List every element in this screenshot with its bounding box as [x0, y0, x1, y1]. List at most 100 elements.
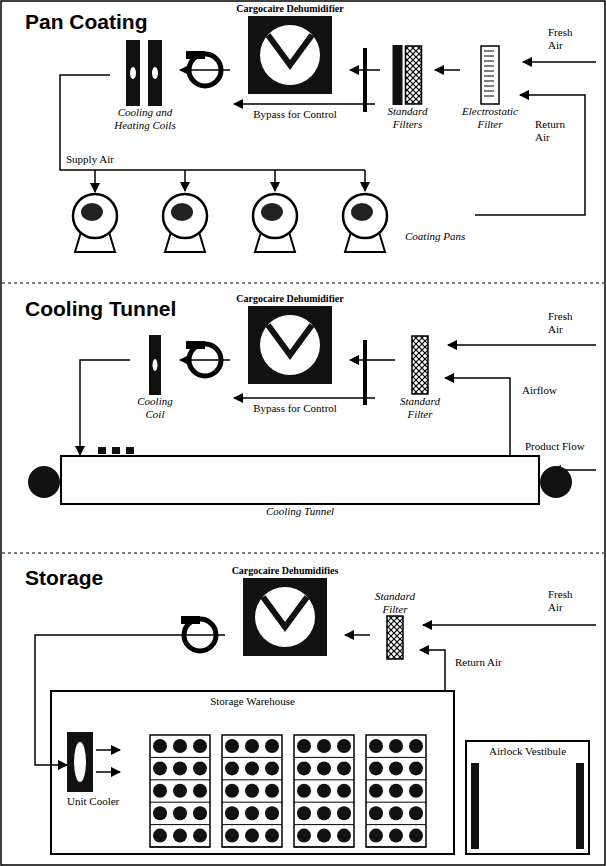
- stored-drum: [297, 829, 311, 843]
- damper: [363, 48, 367, 112]
- airlock-door: [471, 763, 479, 849]
- node-label: Cargocaire Dehumidifies: [225, 565, 345, 577]
- rack-shelf: [294, 757, 354, 758]
- filter: Standard Filter: [370, 590, 420, 660]
- airflow-connector: [180, 359, 230, 361]
- node-label: Standard Filter: [395, 395, 445, 420]
- dehumidifier: Cargocaire Dehumidifier: [230, 293, 350, 385]
- stored-drum: [225, 739, 239, 753]
- stored-drum: [297, 739, 311, 753]
- stored-drum: [265, 761, 279, 775]
- pallet-racks: [150, 735, 426, 847]
- stored-drum: [193, 806, 207, 820]
- airflow-connector: [35, 635, 225, 765]
- stored-drum: [153, 739, 167, 753]
- dehumidifier-symbol: [230, 305, 350, 385]
- stored-drum: [173, 806, 187, 820]
- warehouse-box: Storage WarehouseUnit Cooler: [50, 690, 455, 855]
- airflow-connector: [445, 378, 510, 455]
- flow-label: Return Air: [455, 656, 510, 669]
- node-label: Cooling Tunnel: [60, 505, 540, 518]
- stored-drum: [173, 784, 187, 798]
- stored-drum: [193, 739, 207, 753]
- flow-label: Fresh Air: [548, 26, 588, 51]
- stored-drum: [245, 761, 259, 775]
- stored-drum: [409, 739, 423, 753]
- dehumidifier: Cargocaire Dehumidifier: [230, 3, 350, 95]
- cooling-coil: Cooling Coil: [130, 335, 180, 420]
- stored-drum: [245, 784, 259, 798]
- rack-shelf: [222, 779, 282, 780]
- fresh-air-arrow: [523, 61, 596, 63]
- airflow-connector: [80, 360, 130, 455]
- dehumidifier-symbol: [230, 15, 350, 95]
- stored-drum: [193, 761, 207, 775]
- bypass-line: [234, 103, 375, 105]
- coil-symbol: [130, 335, 180, 395]
- stored-drum: [409, 761, 423, 775]
- node-label: Standard Filter: [370, 590, 420, 615]
- panel-title: Pan Coating: [25, 10, 148, 33]
- supply-drop: [364, 170, 366, 191]
- coating-pan-symbols: [55, 192, 475, 254]
- stored-drum: [225, 761, 239, 775]
- rack-frame: [294, 735, 354, 847]
- stored-drum: [369, 806, 383, 820]
- node-label: Cooling Coil: [130, 395, 180, 420]
- node-label: Standard Filters: [380, 105, 435, 130]
- stored-drum: [225, 829, 239, 843]
- filter-symbol: [395, 335, 445, 395]
- stored-drum: [193, 829, 207, 843]
- rack-shelf: [294, 779, 354, 780]
- panel-divider: [2, 283, 604, 284]
- rack-shelf: [222, 824, 282, 825]
- airflow-connector: [435, 69, 460, 71]
- stored-drum: [369, 829, 383, 843]
- flow-label: Fresh Air: [548, 588, 588, 613]
- stored-drum: [369, 784, 383, 798]
- airflow-connector: [420, 650, 445, 690]
- stored-drum: [297, 761, 311, 775]
- product: [112, 447, 120, 454]
- fan-outlet: [181, 616, 200, 624]
- airflow-connector: [60, 75, 110, 192]
- stored-drum: [245, 739, 259, 753]
- airlock-door: [576, 763, 584, 849]
- flow-label: Bypass for Control: [240, 108, 350, 121]
- rack-frame: [366, 735, 426, 847]
- rack-shelf: [366, 802, 426, 803]
- airflow-connector: [350, 69, 380, 71]
- conveyor-roller: [28, 466, 60, 498]
- stored-drum: [153, 761, 167, 775]
- rack-shelf: [150, 757, 210, 758]
- stored-drum: [337, 829, 351, 843]
- supply-header: [95, 169, 365, 171]
- rack-shelf: [150, 779, 210, 780]
- stored-drum: [317, 739, 331, 753]
- fresh-air-arrow: [423, 624, 596, 626]
- panel-divider: [2, 553, 604, 554]
- stored-drum: [173, 761, 187, 775]
- discharge-arrow: [96, 771, 120, 773]
- airflow-connector: [180, 69, 230, 71]
- supply-drop: [184, 170, 186, 191]
- flow-label: Bypass for Control: [240, 402, 350, 415]
- rack-shelf: [294, 824, 354, 825]
- tunnel-symbol: [60, 455, 540, 505]
- stored-drum: [297, 806, 311, 820]
- rack-shelf: [366, 847, 426, 848]
- stored-drum: [337, 784, 351, 798]
- rack-frame: [222, 735, 282, 847]
- flow-label: Supply Air: [66, 153, 114, 166]
- stored-drum: [317, 761, 331, 775]
- stored-drum: [337, 761, 351, 775]
- stored-drum: [265, 739, 279, 753]
- filter-symbol: [370, 615, 420, 660]
- stored-drum: [389, 784, 403, 798]
- panel-title: Storage: [25, 566, 103, 589]
- airflow-connector: [345, 634, 370, 636]
- stored-drum: [409, 784, 423, 798]
- node-label: Unit Cooler: [67, 792, 127, 808]
- stored-drum: [265, 806, 279, 820]
